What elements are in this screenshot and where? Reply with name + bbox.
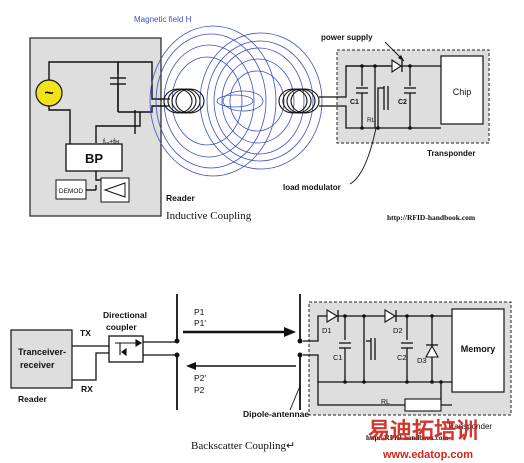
inductive-coupling-diagram: ~ BP fₜₓ±fʜ DEMOD Reader Magnetic field … <box>29 15 490 222</box>
backscatter-rl-label: RL <box>381 399 390 406</box>
load-modulator-pointer <box>349 127 377 185</box>
inductive-url: http://RFID-handbook.com <box>387 213 476 222</box>
reflected-wave-arrow <box>186 362 296 370</box>
diode-d2-icon <box>384 309 397 323</box>
watermark-text: 易迪拓培训 <box>368 418 478 443</box>
dipole-antennae-label: Dipole-antennae <box>243 409 309 419</box>
dipole-pointer <box>289 385 301 411</box>
frequency-label: fₜₓ±fʜ <box>103 139 119 146</box>
ac-source-icon <box>35 79 63 107</box>
d3-label: D3 <box>417 356 427 365</box>
transceiver-label-line2: receiver <box>20 360 55 370</box>
reader-wiring <box>72 341 175 381</box>
backscatter-reader-label: Reader <box>18 394 48 404</box>
backscatter-coupling-diagram: Tranceiver- receiver Reader TX RX Direct… <box>10 294 512 452</box>
load-modulator-label: load modulator <box>283 183 341 192</box>
watermark: 易迪拓培训 www.edatop.com <box>368 418 478 461</box>
c2-label: C2 <box>398 99 407 106</box>
transceiver-label-line1: Tranceiver- <box>18 347 66 357</box>
tx-label: TX <box>80 328 91 338</box>
power-supply-label: power supply <box>321 33 373 42</box>
p1prime-label: P1' <box>194 318 206 328</box>
demod-box <box>55 179 87 200</box>
rl-label: RL <box>367 117 376 124</box>
chip-box <box>440 55 484 125</box>
amplifier-icon <box>103 182 126 198</box>
transceiver-box <box>10 329 73 389</box>
memory-label: Memory <box>461 344 496 354</box>
c1-label: C1 <box>350 99 359 106</box>
backscatter-c1-label: C1 <box>333 353 343 362</box>
watermark-url: www.edatop.com <box>382 449 473 461</box>
reader-label: Reader <box>166 193 196 203</box>
directional-coupler-label-2: coupler <box>106 322 137 332</box>
d2-label: D2 <box>393 326 403 335</box>
backscatter-c2-label: C2 <box>397 353 407 362</box>
p2prime-label: P2' <box>194 373 206 383</box>
directional-coupler-icon <box>115 339 143 357</box>
backscatter-transponder-label: Transponder <box>447 422 492 431</box>
memory-box <box>451 308 505 393</box>
rectifier-diode-icon <box>391 58 402 74</box>
rx-label: RX <box>81 384 93 394</box>
backscatter-caption: Backscatter Coupling↵ <box>191 440 295 452</box>
transponder-label: Transponder <box>427 149 475 158</box>
d1-label: D1 <box>322 326 332 335</box>
demod-label: DEMOD <box>59 188 84 195</box>
inductive-caption: Inductive Coupling <box>166 210 252 222</box>
reader-coil <box>163 88 205 114</box>
backscatter-url: http://RFID-handbook.com <box>366 434 448 442</box>
magnetic-field-label: Magnetic field H <box>134 15 192 24</box>
diode-d1-icon <box>326 309 339 323</box>
load-resistor-rl <box>404 398 442 412</box>
chip-label: Chip <box>453 87 472 97</box>
diode-d3-icon <box>425 344 439 358</box>
reader-circuit <box>48 61 164 191</box>
p1-label: P1 <box>194 307 205 317</box>
bp-label: BP <box>85 151 103 166</box>
transponder-coil <box>278 88 320 114</box>
bp-filter-box <box>65 143 123 172</box>
directional-coupler-label-1: Directional <box>103 310 147 320</box>
p2-label: P2 <box>194 385 205 395</box>
ac-source-symbol: ~ <box>44 85 53 102</box>
forward-wave-arrow <box>183 327 296 337</box>
transponder-circuit <box>319 65 441 129</box>
